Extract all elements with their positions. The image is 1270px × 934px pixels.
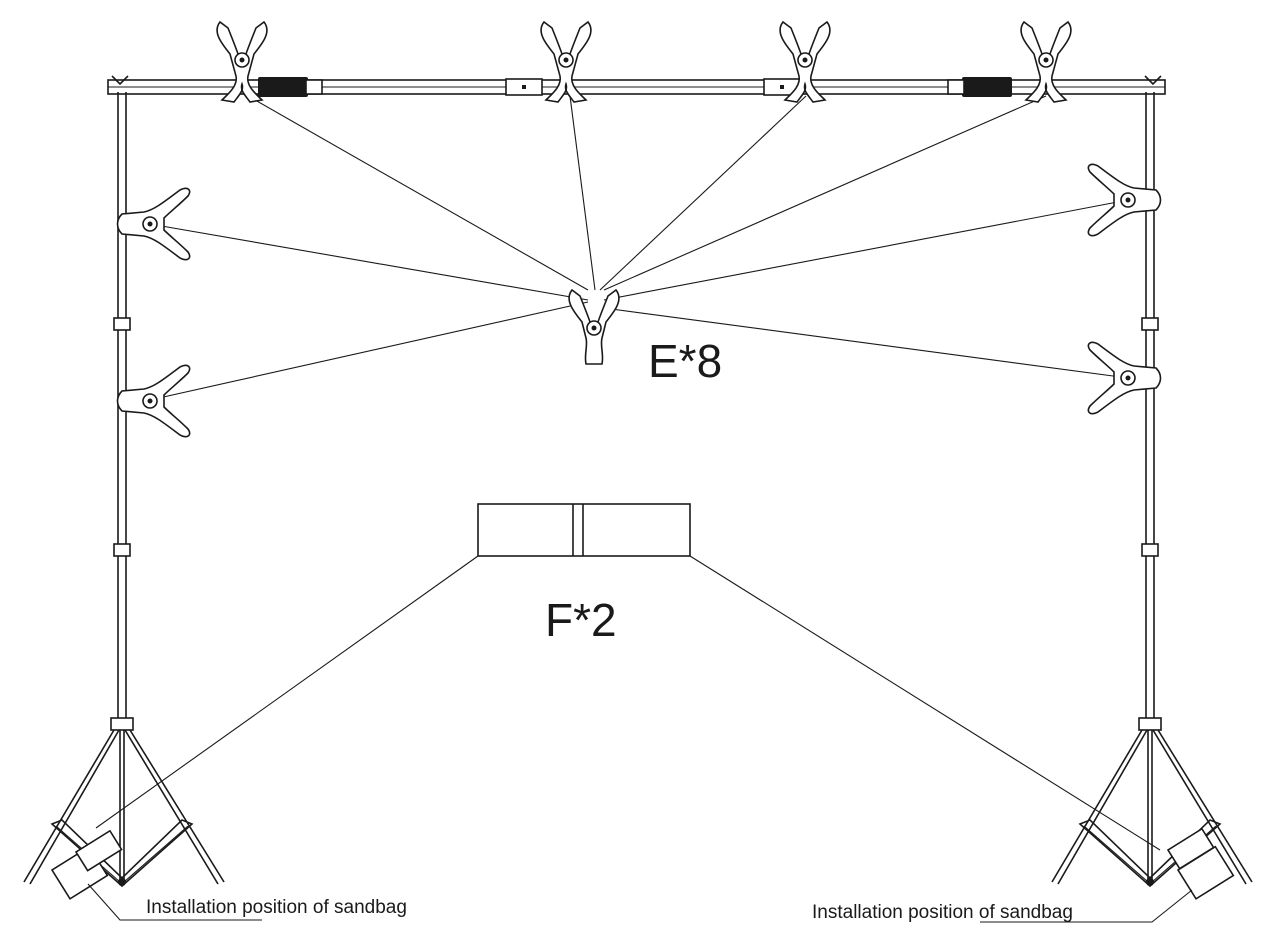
clamp-leader-lines: [149, 95, 1129, 401]
clamp-right-lower: [1087, 341, 1162, 415]
sandbag-illustration: [95, 503, 1161, 851]
spring-clamp-icon: [1087, 163, 1162, 237]
left-sandbag-position: [50, 829, 262, 921]
sandbag-position-label-right: Installation position of sandbag: [812, 902, 1073, 923]
right-sandbag-position: [980, 827, 1235, 923]
spring-clamp-icon: [568, 289, 620, 365]
clamps-count-label: E*8: [648, 335, 722, 387]
clamp-right-upper: [1087, 163, 1162, 237]
crossbar: [107, 75, 1166, 97]
sandbag-position-label-left: Installation position of sandbag: [146, 897, 407, 918]
spring-clamp-icon: [116, 364, 191, 438]
sandbags-count-label: F*2: [545, 594, 617, 646]
left-tripod: [23, 717, 225, 887]
clamp-center: [568, 289, 620, 365]
right-stand-pole: [1141, 92, 1159, 728]
clamp-left-upper: [116, 187, 191, 261]
spring-clamp-icon: [116, 187, 191, 261]
clamp-left-lower: [116, 364, 191, 438]
sandbag-icon: [477, 503, 691, 557]
spring-clamp-icon: [1087, 341, 1162, 415]
